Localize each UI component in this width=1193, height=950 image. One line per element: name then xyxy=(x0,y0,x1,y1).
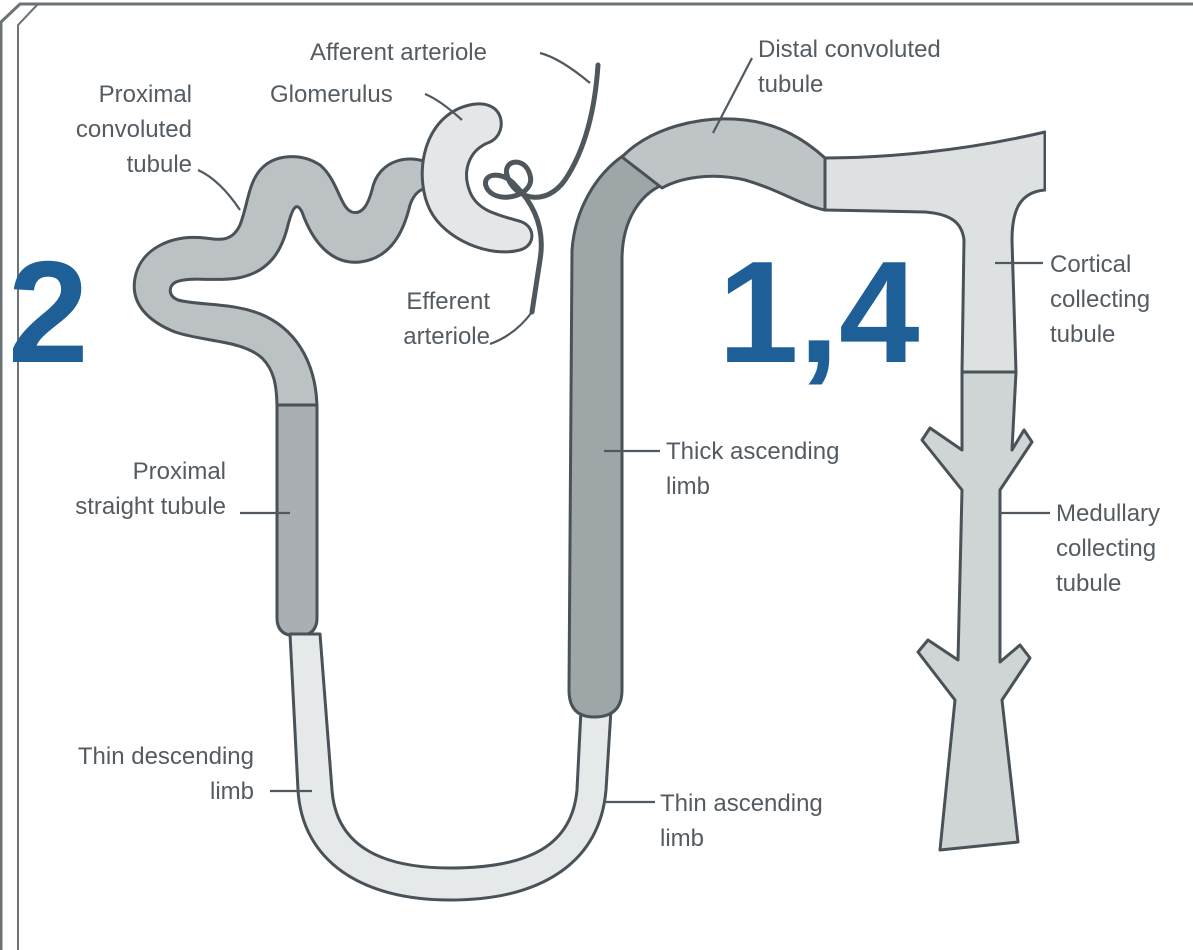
label-proximal-straight: Proximal straight tubule xyxy=(75,458,226,520)
label-cortical-collecting-line-3: tubule xyxy=(1050,321,1115,348)
label-medullary-collecting: Medullary collecting tubule xyxy=(1056,500,1160,597)
glomerulus-capsule xyxy=(422,104,532,252)
thick-ascending-limb xyxy=(569,155,662,717)
label-efferent-arteriole: Efferent arteriole xyxy=(403,288,490,350)
label-distal-convoluted-line-2: tubule xyxy=(758,71,823,98)
label-afferent-arteriole: Afferent arteriole xyxy=(310,39,487,66)
label-efferent-arteriole-line-2: arteriole xyxy=(403,323,490,350)
label-glomerulus: Glomerulus xyxy=(270,81,393,108)
label-cortical-collecting-line-1: Cortical xyxy=(1050,251,1131,278)
label-thick-ascending-line-1: Thick ascending xyxy=(666,438,839,465)
label-thin-ascending-line-2: limb xyxy=(660,825,704,852)
label-cortical-collecting: Cortical collecting tubule xyxy=(1050,251,1150,348)
label-medullary-collecting-line-1: Medullary xyxy=(1056,500,1160,527)
label-thick-ascending-line-2: limb xyxy=(666,473,710,500)
annotation-number-left: 2 xyxy=(8,231,89,393)
medullary-collecting-tubule xyxy=(918,372,1032,850)
label-thin-ascending-line-1: Thin ascending xyxy=(660,790,823,817)
label-thick-ascending: Thick ascending limb xyxy=(666,438,839,500)
label-proximal-convoluted: Proximal convoluted tubule xyxy=(76,81,192,178)
label-proximal-straight-line-1: Proximal xyxy=(133,458,226,485)
label-cortical-collecting-line-2: collecting xyxy=(1050,286,1150,313)
distal-convoluted-tubule xyxy=(622,119,825,210)
label-thin-ascending: Thin ascending limb xyxy=(660,790,823,852)
proximal-convoluted-tubule xyxy=(134,157,440,410)
label-proximal-straight-line-2: straight tubule xyxy=(75,493,226,520)
label-distal-convoluted: Distal convoluted tubule xyxy=(758,36,941,98)
proximal-straight-tubule xyxy=(277,405,317,636)
label-proximal-convoluted-line-3: tubule xyxy=(127,151,192,178)
label-efferent-arteriole-line-1: Efferent xyxy=(406,288,490,315)
thin-limb-loop xyxy=(290,634,611,900)
label-proximal-convoluted-line-2: convoluted xyxy=(76,116,192,143)
label-distal-convoluted-line-1: Distal convoluted xyxy=(758,36,941,63)
edge-mask xyxy=(1046,125,1066,197)
annotation-number-right: 1,4 xyxy=(718,231,920,393)
label-proximal-convoluted-line-1: Proximal xyxy=(99,81,192,108)
label-medullary-collecting-line-3: tubule xyxy=(1056,570,1121,597)
label-thin-descending: Thin descending limb xyxy=(78,743,254,805)
label-thin-descending-line-2: limb xyxy=(210,778,254,805)
label-medullary-collecting-line-2: collecting xyxy=(1056,535,1156,562)
label-thin-descending-line-1: Thin descending xyxy=(78,743,254,770)
